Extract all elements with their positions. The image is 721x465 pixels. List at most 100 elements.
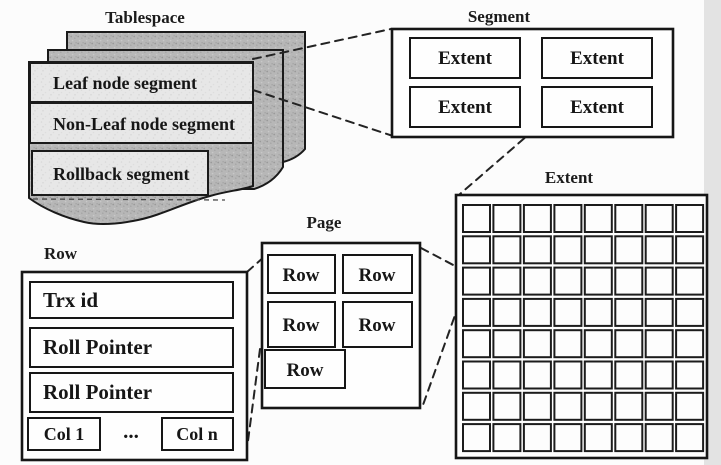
col-ellipsis: ...: [123, 419, 139, 443]
tablespace-stack: Tablespace Leaf node segment Non-Leaf no…: [28, 8, 306, 226]
extent-page-cell: [583, 329, 613, 359]
page-row-box: [342, 301, 413, 348]
roll-pointer-box: [29, 327, 234, 368]
page-row-label: Row: [359, 315, 396, 336]
extent-page-cell: [675, 329, 705, 359]
extent-item-label: Extent: [570, 48, 625, 69]
connector-page-row-bottom: [247, 348, 261, 442]
extent-page-cell: [522, 391, 552, 421]
page-row-label: Row: [283, 265, 320, 286]
extent-page-cell: [492, 329, 522, 359]
connector-extent-page-top: [420, 247, 458, 268]
connector-tablespace-segment-bottom: [252, 89, 394, 137]
extent-page-cell: [462, 204, 491, 233]
extent-page-cell: [675, 266, 705, 296]
roll-pointer-box: [29, 372, 234, 413]
extent-page-cell: [522, 423, 552, 453]
extent-page-cell: [462, 297, 491, 327]
roll-pointer-label: Roll Pointer: [43, 380, 152, 404]
extent-page-cell: [644, 297, 674, 327]
extent-page-cell: [675, 204, 705, 233]
connector-lines: [246, 28, 536, 442]
leaf-node-segment-label: Leaf node segment: [53, 73, 197, 93]
connector-tablespace-segment-top: [252, 28, 392, 60]
extent-page-cell: [583, 423, 613, 453]
extent-page-cell: [462, 423, 491, 453]
rollback-segment-box: [31, 150, 209, 196]
page-box: Page Row Row Row Row Row: [260, 213, 422, 410]
trx-id-box: [29, 281, 234, 319]
extent-page-cell: [644, 360, 674, 390]
segment-box: Segment Extent Extent Extent Extent: [390, 7, 675, 139]
non-leaf-node-segment-box: [29, 102, 254, 144]
connector-extent-page-bottom: [422, 303, 460, 406]
extent-page-cell: [462, 329, 491, 359]
extent-page-cell: [492, 297, 522, 327]
extent-page-cell: [675, 391, 705, 421]
col-last-label: Col n: [176, 424, 218, 444]
rollback-segment-label: Rollback segment: [53, 164, 190, 184]
extent-page-cell: [614, 329, 644, 359]
non-leaf-node-segment-label: Non-Leaf node segment: [53, 114, 235, 134]
extent-page-cell: [583, 297, 613, 327]
extent-page-cell: [614, 204, 644, 233]
extent-page-cell: [614, 297, 644, 327]
extent-page-cell: [553, 360, 583, 390]
extent-page-cell: [553, 297, 583, 327]
extent-page-cell: [614, 235, 644, 265]
extent-page-cell: [553, 266, 583, 296]
extent-label: Extent: [545, 168, 594, 187]
col-first-box: [27, 417, 101, 451]
extent-page-cell: [644, 266, 674, 296]
extent-page-cell: [614, 266, 644, 296]
extent-item-box: [541, 37, 653, 79]
extent-page-cell: [644, 235, 674, 265]
extent-item-box: [409, 86, 521, 128]
extent-page-cell: [522, 266, 552, 296]
extent-page-cell: [583, 266, 613, 296]
extent-page-cell: [522, 204, 552, 233]
extent-page-grid: [462, 204, 705, 453]
col-first-label: Col 1: [44, 424, 85, 444]
extent-page-cell: [522, 329, 552, 359]
extent-page-cell: [522, 360, 552, 390]
extent-page-cell: [492, 266, 522, 296]
extent-page-cell: [553, 391, 583, 421]
extent-page-cell: [614, 423, 644, 453]
trx-id-label: Trx id: [43, 288, 98, 312]
extent-item-label: Extent: [438, 48, 493, 69]
extent-page-cell: [644, 423, 674, 453]
page-row-box: [342, 254, 413, 294]
extent-item-box: [541, 86, 653, 128]
extent-item-label: Extent: [438, 97, 493, 118]
extent-page-cell: [583, 360, 613, 390]
extent-page-cell: [583, 204, 613, 233]
connector-segment-extent: [459, 128, 536, 195]
extent-page-cell: [492, 235, 522, 265]
extent-page-cell: [675, 297, 705, 327]
extent-page-cell: [675, 235, 705, 265]
extent-page-cell: [522, 235, 552, 265]
extent-page-cell: [553, 423, 583, 453]
extent-box: Extent: [454, 168, 709, 460]
extent-page-cell: [614, 391, 644, 421]
extent-page-cell: [644, 329, 674, 359]
extent-page-cell: [462, 391, 491, 421]
col-last-box: [161, 417, 234, 451]
roll-pointer-label: Roll Pointer: [43, 335, 152, 359]
extent-page-cell: [492, 391, 522, 421]
extent-page-cell: [644, 204, 674, 233]
extent-page-cell: [522, 297, 552, 327]
row-label: Row: [44, 244, 78, 263]
row-box: Row Trx id Roll Pointer Roll Pointer Col…: [20, 244, 249, 462]
tablespace-label: Tablespace: [105, 8, 185, 27]
extent-page-cell: [675, 360, 705, 390]
extent-page-cell: [462, 360, 491, 390]
extent-page-cell: [553, 235, 583, 265]
extent-page-cell: [583, 235, 613, 265]
extent-page-cell: [492, 423, 522, 453]
segment-label: Segment: [468, 7, 531, 26]
extent-page-cell: [492, 204, 522, 233]
page-row-box: [264, 349, 346, 389]
